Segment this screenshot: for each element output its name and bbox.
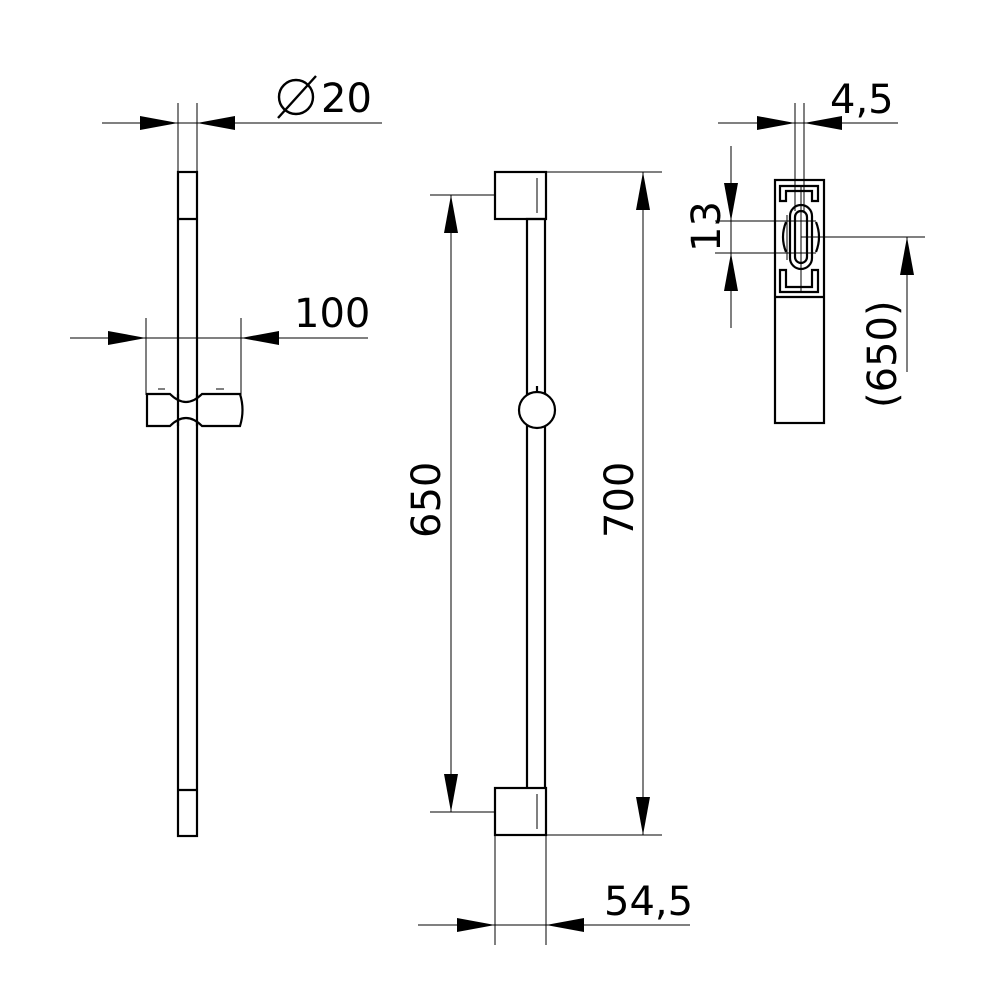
- reference-spacing-dimension: (650): [801, 236, 925, 408]
- side-view-rod: [176, 103, 199, 838]
- depth-dimension: 54,5: [418, 835, 693, 945]
- overall-length-label: 700: [597, 462, 643, 538]
- reference-spacing-label: (650): [860, 300, 906, 408]
- bracket-detail-view: [773, 178, 826, 425]
- spacing-dimension: 650: [404, 194, 495, 813]
- slot-height-label: 13: [684, 201, 730, 252]
- spacing-label: 650: [404, 462, 450, 538]
- slider-holder: [145, 318, 244, 428]
- diameter-icon: [277, 75, 317, 119]
- slider-width-dimension: 100: [70, 291, 370, 345]
- slot-height-dimension: 13: [684, 146, 816, 328]
- slider-width-label: 100: [294, 291, 370, 337]
- depth-label: 54,5: [604, 879, 693, 925]
- front-view-bar: [493, 170, 557, 837]
- slot-width-label: 4,5: [830, 77, 894, 123]
- slot-width-dimension: 4,5: [718, 77, 898, 211]
- overall-length-dimension: 700: [546, 171, 662, 836]
- diameter-dimension: 20: [102, 75, 382, 130]
- diameter-label: 20: [321, 76, 372, 122]
